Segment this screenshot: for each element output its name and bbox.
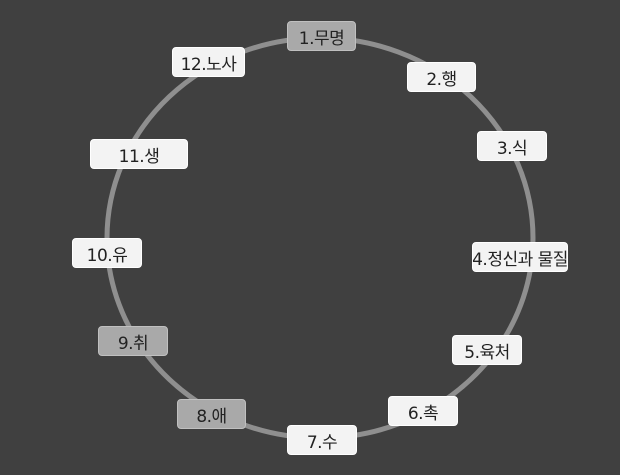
node-11: 11.생 [90, 139, 188, 169]
node-3: 3.식 [477, 131, 547, 161]
node-6: 6.촉 [388, 396, 458, 426]
node-10: 10.유 [72, 238, 142, 268]
node-8: 8.애 [177, 399, 246, 429]
node-1: 1.무명 [287, 21, 356, 51]
node-5: 5.육처 [452, 335, 522, 365]
node-4: 4.정신과 물질 [472, 242, 568, 272]
node-2: 2.행 [407, 62, 476, 92]
cycle-ring [104, 35, 536, 441]
node-7: 7.수 [287, 425, 357, 455]
node-9: 9.취 [98, 326, 168, 356]
node-12: 12.노사 [172, 47, 245, 77]
